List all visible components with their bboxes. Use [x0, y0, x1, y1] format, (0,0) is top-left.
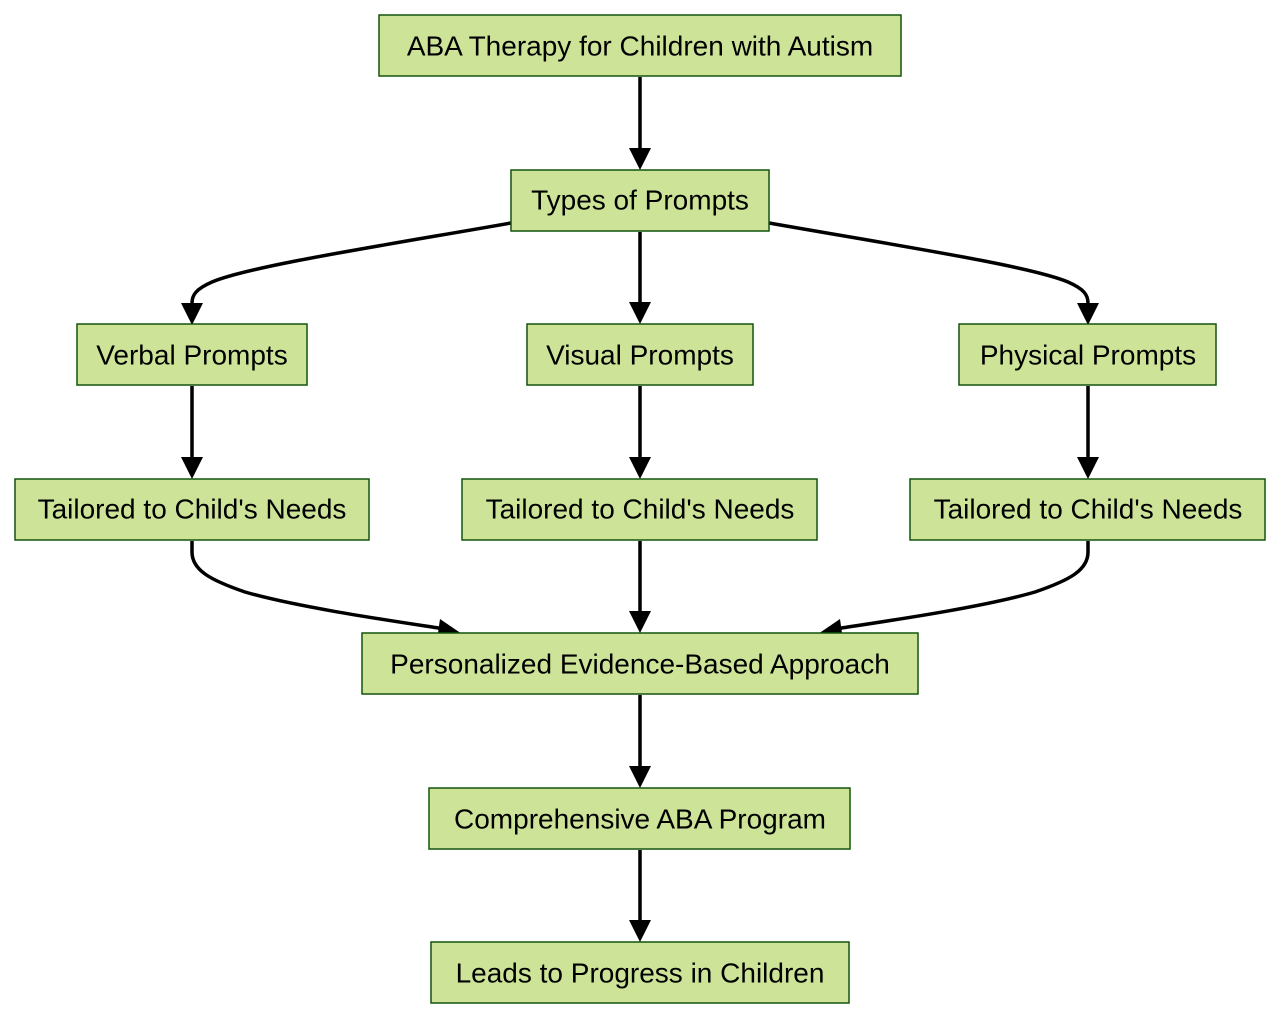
edge-tailored-verbal-to-personalized: [190, 541, 446, 631]
arrowhead-progress: [629, 920, 651, 942]
node-physical-label: Physical Prompts: [980, 340, 1196, 371]
edge-tailored-physical-to-personalized: [834, 541, 1090, 631]
node-tailored-visual-label: Tailored to Child's Needs: [486, 494, 795, 525]
arrowhead-tailored-physical: [1077, 457, 1099, 479]
node-types-of-prompts: Types of Prompts: [510, 169, 770, 232]
edges: [181, 77, 1099, 942]
node-tailored-physical: Tailored to Child's Needs: [909, 478, 1266, 541]
node-personalized-label: Personalized Evidence-Based Approach: [390, 649, 890, 680]
node-root: ABA Therapy for Children with Autism: [378, 14, 902, 77]
arrowhead-types: [629, 148, 651, 170]
arrowhead-visual: [629, 302, 651, 324]
node-tailored-verbal-label: Tailored to Child's Needs: [38, 494, 347, 525]
node-visual-prompts: Visual Prompts: [526, 323, 754, 386]
arrowhead-physical: [1077, 303, 1099, 325]
node-tailored-physical-label: Tailored to Child's Needs: [934, 494, 1243, 525]
node-personalized-approach: Personalized Evidence-Based Approach: [361, 632, 919, 695]
node-verbal-prompts: Verbal Prompts: [76, 323, 308, 386]
arrowhead-verbal: [181, 303, 203, 325]
node-types-label: Types of Prompts: [531, 185, 749, 216]
edge-types-to-verbal: [190, 221, 512, 304]
arrowhead-program: [629, 766, 651, 788]
edge-types-to-physical: [768, 221, 1090, 304]
node-tailored-visual: Tailored to Child's Needs: [461, 478, 818, 541]
arrowhead-tailored-verbal: [181, 457, 203, 479]
node-physical-prompts: Physical Prompts: [958, 323, 1217, 386]
node-visual-label: Visual Prompts: [546, 340, 734, 371]
arrowhead-personalized-center: [629, 611, 651, 633]
node-program-label: Comprehensive ABA Program: [454, 804, 826, 835]
arrowhead-tailored-visual: [629, 457, 651, 479]
node-tailored-verbal: Tailored to Child's Needs: [14, 478, 370, 541]
node-comprehensive-program: Comprehensive ABA Program: [428, 787, 851, 850]
node-verbal-label: Verbal Prompts: [96, 340, 287, 371]
node-root-label: ABA Therapy for Children with Autism: [407, 31, 873, 62]
node-progress-label: Leads to Progress in Children: [456, 958, 825, 989]
node-progress: Leads to Progress in Children: [430, 941, 850, 1004]
